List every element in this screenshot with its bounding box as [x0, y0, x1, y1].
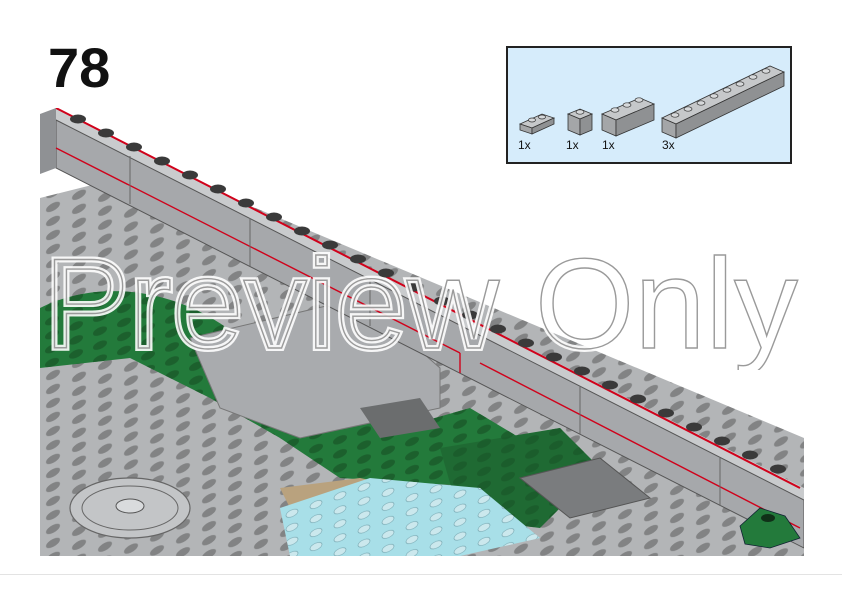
part-quantity: 3x: [662, 138, 675, 152]
build-scene-illustration: [40, 108, 804, 556]
part-item: [518, 106, 558, 136]
part-item: [566, 104, 594, 138]
step-number: 78: [48, 36, 111, 99]
parts-list-box: 1x 1x 1x: [506, 46, 792, 164]
part-quantity: 1x: [566, 138, 579, 152]
part-quantity: 1x: [602, 138, 615, 152]
part-item: [600, 92, 656, 138]
flat-tile-1x2-icon: [518, 113, 556, 135]
brick-1x3-icon: [600, 97, 656, 137]
brick-1x8-icon: [661, 65, 785, 139]
brick-1x1-icon: [566, 108, 594, 136]
page-divider: [0, 574, 842, 575]
part-item: [660, 60, 788, 140]
part-quantity: 1x: [518, 138, 531, 152]
